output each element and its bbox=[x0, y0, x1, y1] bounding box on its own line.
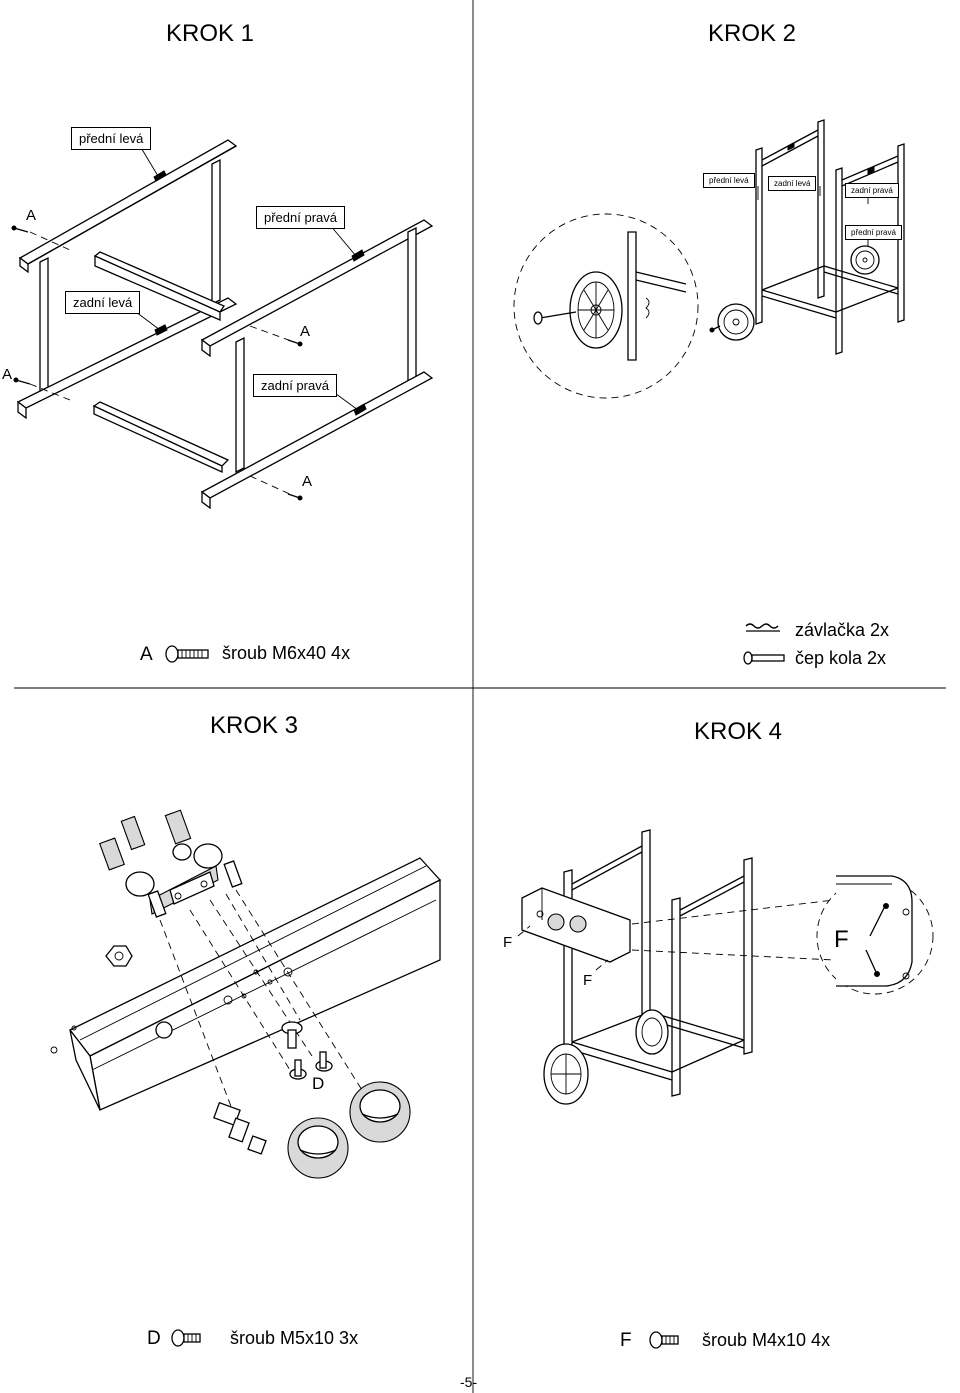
step-3-title: KROK 3 bbox=[210, 712, 299, 739]
step2-label-front-left: přední levá bbox=[703, 173, 755, 188]
screw-m6-icon bbox=[165, 645, 209, 663]
part-axle-text: čep kola 2x bbox=[795, 648, 887, 668]
screw-letter-a-4: A bbox=[302, 473, 313, 490]
axle-pin-icon bbox=[743, 651, 785, 665]
label-front-right: přední pravá bbox=[256, 206, 345, 229]
wheel-icons bbox=[543, 1009, 669, 1105]
detail-panel-corner bbox=[836, 875, 913, 987]
step-4-title: KROK 4 bbox=[694, 718, 783, 745]
cart-with-panel bbox=[521, 829, 753, 1097]
part-f-text: šroub M4x10 4x bbox=[702, 1330, 831, 1350]
screw-m5-icon bbox=[171, 1329, 201, 1347]
screw-letter-f-1: F bbox=[503, 934, 513, 951]
step2-label-front-right: přední pravá bbox=[845, 225, 902, 240]
screw-m4-icon bbox=[649, 1331, 679, 1349]
rear-right-rail bbox=[200, 371, 434, 510]
step2-label-rear-right: zadní pravá bbox=[845, 183, 899, 198]
label-front-left: přední levá bbox=[71, 127, 152, 150]
label-rear-right: zadní pravá bbox=[253, 374, 337, 397]
screw-d-icons bbox=[281, 1021, 333, 1080]
part-d-letter: D bbox=[147, 1328, 161, 1349]
part-d-text: šroub M5x10 3x bbox=[230, 1328, 359, 1348]
step-2-title: KROK 2 bbox=[708, 20, 797, 47]
step2-label-rear-left: zadní levá bbox=[768, 176, 817, 191]
cotter-pin-icon bbox=[745, 623, 780, 632]
screw-letter-f-2: F bbox=[583, 972, 593, 989]
part-a-text: šroub M6x40 4x bbox=[222, 643, 351, 663]
screw-letter-d: D bbox=[312, 1074, 325, 1093]
screw-a-icons bbox=[11, 225, 303, 501]
rear-left-rail bbox=[16, 297, 238, 420]
screw-letter-a-3: A bbox=[2, 366, 13, 383]
screw-letter-f-detail: F bbox=[834, 926, 849, 953]
wheel-icon-small bbox=[717, 245, 880, 341]
screw-letter-a-1: A bbox=[26, 207, 37, 224]
screw-letter-a-2: A bbox=[300, 323, 311, 340]
control-panel bbox=[50, 857, 442, 1111]
igniter bbox=[213, 1101, 267, 1155]
label-rear-left: zadní levá bbox=[65, 291, 141, 314]
part-pin-text: závlačka 2x bbox=[795, 620, 890, 640]
page-number: -5- bbox=[460, 1374, 478, 1390]
wheel-detail bbox=[533, 231, 687, 361]
cart-frame bbox=[755, 119, 905, 355]
part-a-letter: A bbox=[140, 644, 153, 665]
valve-assembly bbox=[98, 809, 243, 918]
knob-icons bbox=[287, 1081, 411, 1179]
front-left-rail bbox=[18, 139, 238, 274]
step-1-title: KROK 1 bbox=[166, 20, 255, 47]
part-f-letter: F bbox=[620, 1330, 632, 1351]
front-right-rail bbox=[200, 219, 434, 358]
